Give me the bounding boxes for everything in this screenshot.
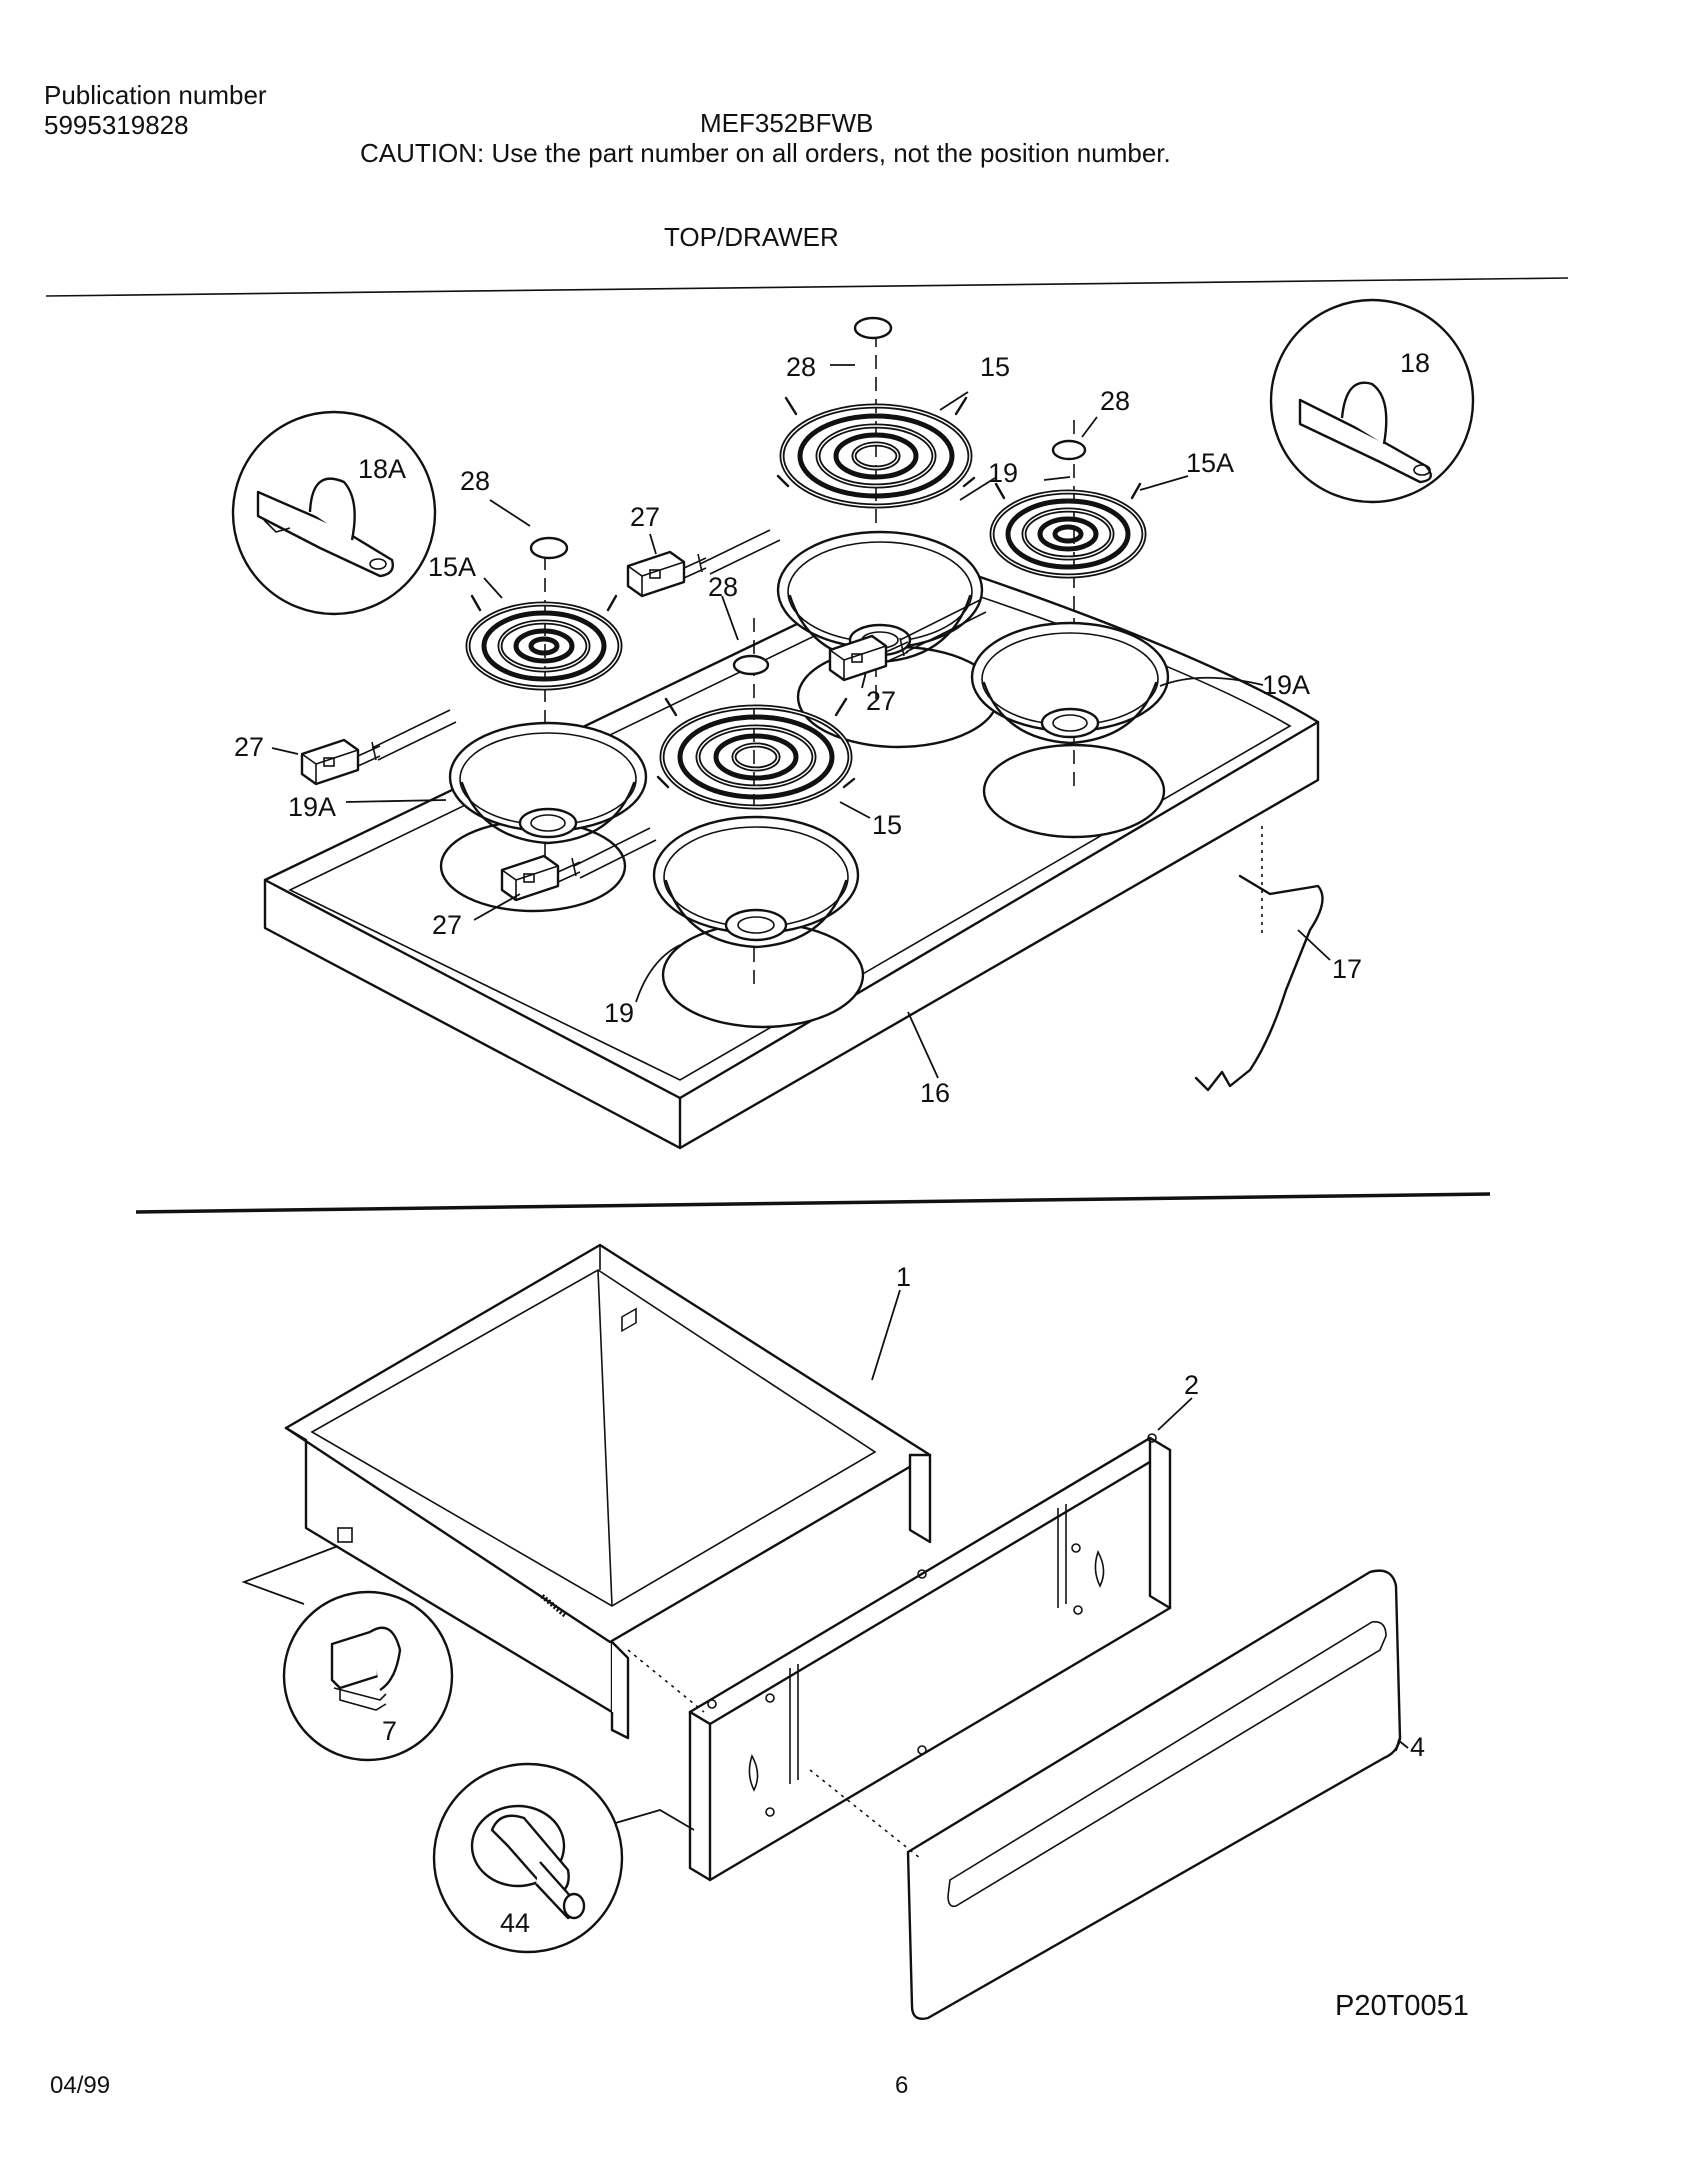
callout-28-right: 28 bbox=[1100, 386, 1130, 416]
drawer-body bbox=[284, 1243, 932, 1740]
trim-ring-front bbox=[732, 654, 770, 676]
callout-44: 44 bbox=[500, 1908, 530, 1938]
callout-4: 4 bbox=[1410, 1732, 1425, 1762]
trim-ring-left bbox=[529, 536, 569, 560]
section-divider bbox=[135, 1192, 1491, 1214]
trim-ring-right bbox=[1051, 439, 1087, 461]
callout-19a-left: 19A bbox=[288, 792, 336, 822]
receptacle-left bbox=[300, 738, 382, 786]
callout-27-center: 27 bbox=[866, 686, 896, 716]
revision-date: 04/99 bbox=[50, 2072, 111, 2099]
callout-27-rear: 27 bbox=[630, 502, 660, 532]
callout-15a-left: 15A bbox=[428, 552, 476, 582]
callout-1: 1 bbox=[896, 1262, 911, 1292]
drawer-panel bbox=[688, 1433, 1172, 1882]
page-number: 6 bbox=[895, 2072, 909, 2099]
callout-27-left: 27 bbox=[234, 732, 264, 762]
trim-ring-rear bbox=[853, 316, 893, 340]
callout-15-front: 15 bbox=[872, 810, 902, 840]
callout-7: 7 bbox=[382, 1716, 397, 1746]
callout-15a-right: 15A bbox=[1186, 448, 1234, 478]
publication-label: Publication number bbox=[44, 80, 267, 110]
callout-19-rear: 19 bbox=[988, 458, 1018, 488]
callout-28-rear: 28 bbox=[786, 352, 816, 382]
section-title: TOP/DRAWER bbox=[664, 222, 839, 252]
callout-15-rear: 15 bbox=[980, 352, 1010, 382]
header-rule bbox=[45, 277, 1569, 297]
receptacle-rear-left bbox=[626, 550, 708, 598]
callout-19a-right: 19A bbox=[1262, 670, 1310, 700]
callout-18a: 18A bbox=[358, 454, 406, 484]
callout-27-front: 27 bbox=[432, 910, 462, 940]
surface-element-small-left bbox=[468, 596, 620, 688]
callout-28-left: 28 bbox=[460, 466, 490, 496]
callout-18: 18 bbox=[1400, 348, 1430, 378]
callout-16: 16 bbox=[920, 1078, 950, 1108]
drawing-code: P20T0051 bbox=[1335, 1990, 1469, 2022]
model-number: MEF352BFWB bbox=[700, 108, 874, 138]
callout-17: 17 bbox=[1332, 954, 1362, 984]
surface-element-small-right bbox=[992, 484, 1144, 576]
publication-number: 5995319828 bbox=[44, 110, 189, 140]
callout-28-front: 28 bbox=[708, 572, 738, 602]
callout-19-front: 19 bbox=[604, 998, 634, 1028]
drawer-front bbox=[906, 1569, 1402, 2020]
wire-shield bbox=[1194, 874, 1324, 1092]
caution-note: CAUTION: Use the part number on all orde… bbox=[360, 138, 1171, 168]
callout-2: 2 bbox=[1184, 1370, 1199, 1400]
